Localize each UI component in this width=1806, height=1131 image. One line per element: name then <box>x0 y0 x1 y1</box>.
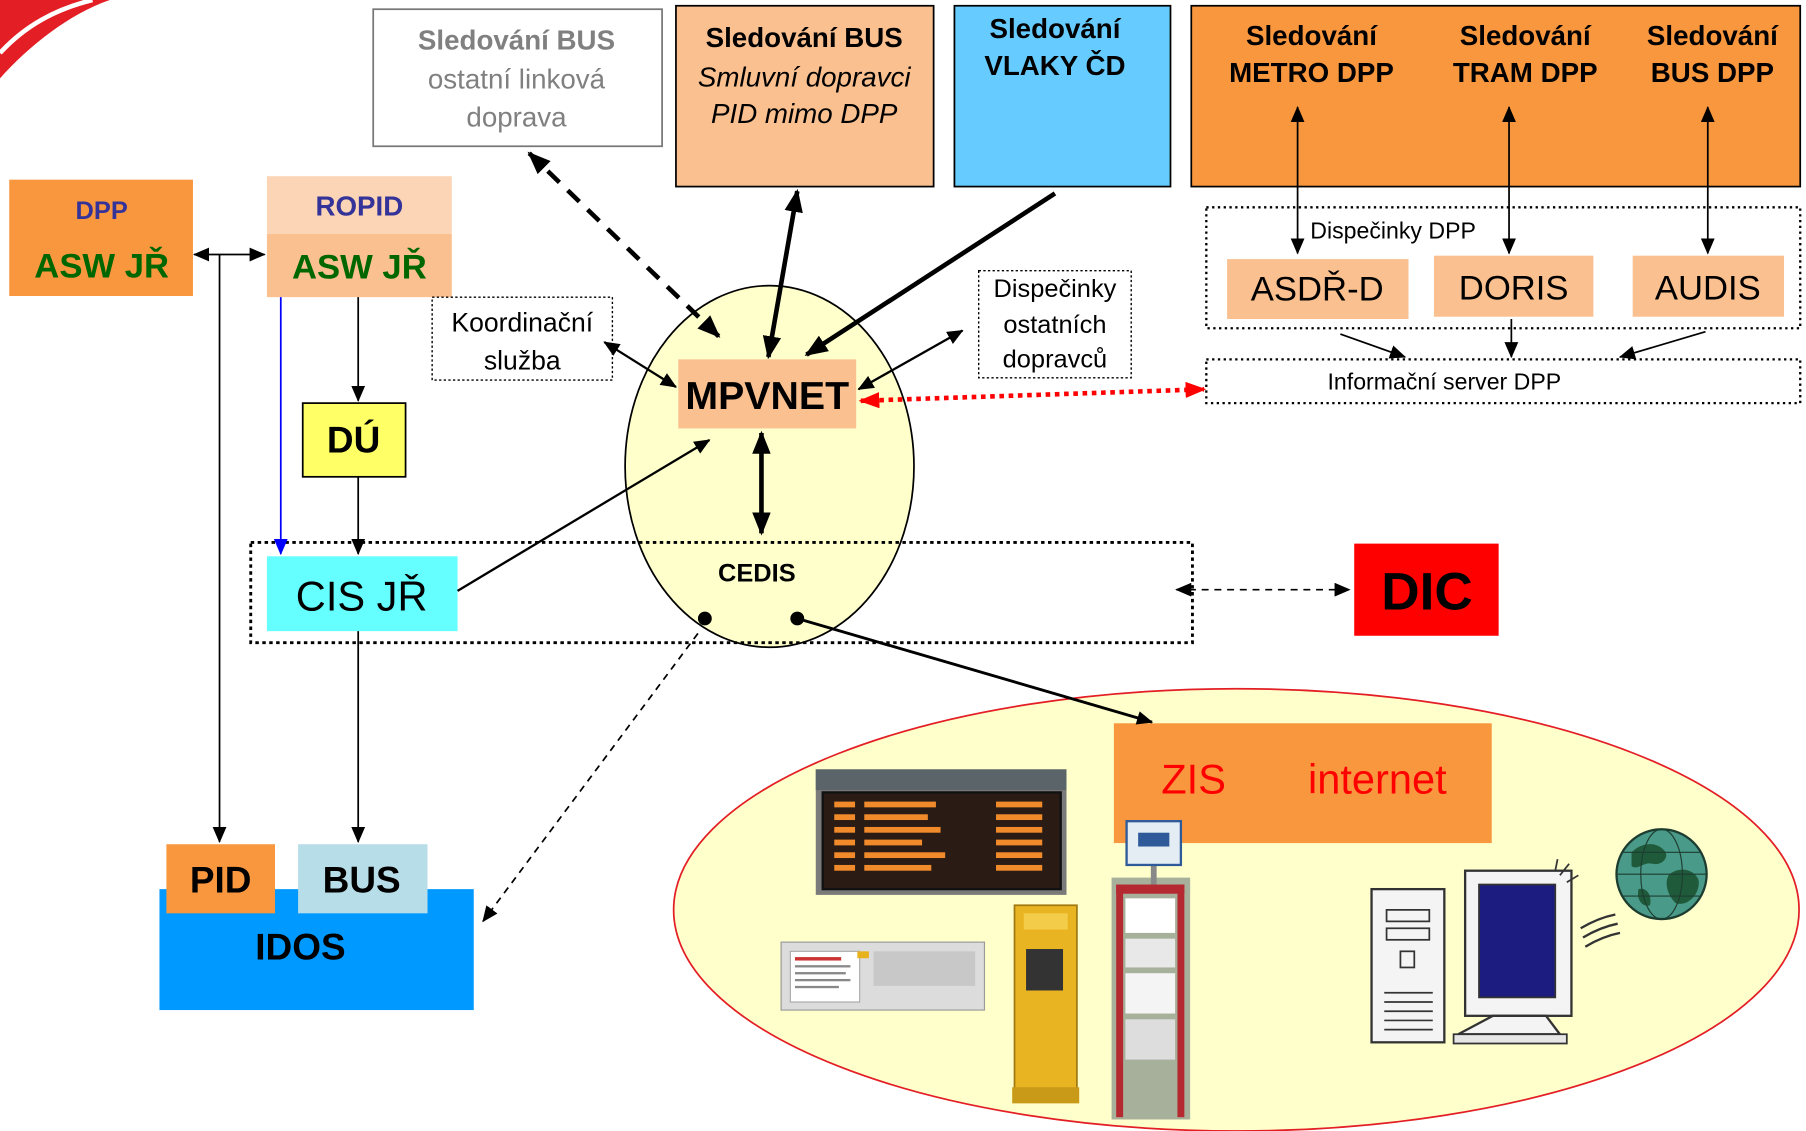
box-dpp-tracking: Sledování METRO DPP Sledování TRAM DPP S… <box>1190 4 1802 188</box>
arrow-mpvnet-other-dispatch <box>857 329 964 391</box>
arrow-cedis-idos <box>482 632 699 923</box>
tracking-tram-line1: Sledování <box>1460 20 1592 51</box>
info-server-label: Informační server DPP <box>1328 368 1562 394</box>
bus-stop-sign-icon <box>1125 820 1183 867</box>
audis-box <box>1632 255 1785 317</box>
dpp-dispatch-label: Dispečinky DPP <box>1310 217 1476 243</box>
connectors <box>192 105 1715 923</box>
arrow-coordination-mpvnet <box>603 341 677 388</box>
box-dpp-asw-org: DPP <box>76 197 128 225</box>
box-bus-other-line3: doprava <box>466 102 567 133</box>
pid-box <box>166 844 276 914</box>
box-ropid-asw: ROPID ASW JŘ <box>266 176 452 298</box>
box-other-dispatch: Dispečinky ostatních dopravců <box>977 269 1132 379</box>
tracking-metro-line2: METRO DPP <box>1229 57 1394 88</box>
box-bus-contract: Sledování BUS Smluvní dopravci PID mimo … <box>675 4 935 188</box>
audis-label: AUDIS <box>1655 269 1761 307</box>
arrow-mpvnet-bus-contract <box>762 188 803 360</box>
box-zis: ZIS internet <box>1113 723 1492 844</box>
box-coordination-line1: Koordinační <box>451 308 593 338</box>
box-other-dispatch-line2: ostatních <box>1003 311 1106 339</box>
cedis-label: CEDIS <box>718 560 796 588</box>
tracking-metro-line1: Sledování <box>1246 20 1378 51</box>
arrow-mpvnet-info-server <box>858 381 1207 409</box>
mpvnet-label: MPVNET <box>685 374 849 418</box>
box-bus-other: Sledování BUS ostatní linková doprava <box>372 8 663 148</box>
info-display-image <box>780 941 986 1011</box>
box-idos: PID BUS IDOS <box>159 844 474 1011</box>
arrow-cedis-zis <box>796 617 1154 725</box>
monitor-screen <box>1478 883 1557 999</box>
box-dic: DIC <box>1354 543 1499 636</box>
box-bus-other-title: Sledování BUS <box>418 25 615 56</box>
dic-label: DIC <box>1381 562 1473 621</box>
box-dpp-asw: DPP ASW JŘ <box>9 179 193 296</box>
box-info-server: Informační server DPP <box>1205 358 1802 405</box>
box-ropid-asw-org: ROPID <box>315 190 403 221</box>
box-trains: Sledování VLAKY ČD <box>953 4 1172 188</box>
doris-box <box>1433 255 1594 317</box>
arrow-trains-mpvnet <box>804 191 1057 357</box>
zis-label: ZIS <box>1161 756 1226 803</box>
doris-label: DORIS <box>1459 269 1569 307</box>
tracking-tram-line2: TRAM DPP <box>1453 57 1598 88</box>
box-bus-contract-line3: PID mimo DPP <box>711 98 898 129</box>
box-other-dispatch-line1: Dispečinky <box>994 275 1117 303</box>
box-du: DÚ <box>301 402 407 478</box>
box-trains-line2: VLAKY ČD <box>984 50 1125 81</box>
box-dpp-dispatch: Dispečinky DPP ASDŘ-D DORIS AUDIS <box>1205 206 1802 330</box>
bus-label: BUS <box>323 860 401 901</box>
cedis-dot-left <box>697 611 712 626</box>
internet-label: internet <box>1308 756 1447 803</box>
arrow-asdr-info <box>1340 333 1407 359</box>
box-mpvnet: MPVNET <box>678 359 857 429</box>
ticket-kiosk-image <box>1012 904 1080 1104</box>
tracking-bus-line1: Sledování <box>1647 20 1779 51</box>
asdr-label: ASDŘ-D <box>1251 270 1384 309</box>
box-coordination-line2: služba <box>484 346 561 376</box>
arrow-cis-mpvnet <box>456 438 711 592</box>
box-dpp-asw-system: ASW JŘ <box>34 246 169 286</box>
idos-label: IDOS <box>255 926 345 967</box>
logo-swoosh <box>0 0 110 79</box>
arrow-audis-info <box>1618 330 1706 360</box>
tracking-bus-line2: BUS DPP <box>1651 57 1774 88</box>
box-bus-contract-line2: Smluvní dopravci <box>698 61 911 92</box>
board-row-text <box>834 801 1043 871</box>
box-other-dispatch-line3: dopravců <box>1003 345 1107 373</box>
computer-icon <box>1370 859 1621 1045</box>
box-coordination: Koordinační služba <box>431 296 614 381</box>
du-label: DÚ <box>327 419 380 461</box>
asdr-box <box>1227 259 1409 320</box>
departure-board-image <box>815 769 1067 895</box>
globe-icon <box>1615 828 1708 921</box>
box-bus-other-line2: ostatní linková <box>428 64 606 95</box>
box-trains-line1: Sledování <box>989 13 1121 44</box>
box-ropid-asw-system: ASW JŘ <box>292 247 427 287</box>
box-bus-contract-title: Sledování BUS <box>706 22 903 53</box>
bus-stop-image <box>1111 820 1191 1120</box>
cedis-dot-right <box>790 611 805 626</box>
bus-box <box>298 844 428 914</box>
cis-label: CIS JŘ <box>296 572 428 619</box>
box-cis: CIS JŘ <box>266 556 458 632</box>
pid-label: PID <box>190 860 252 901</box>
